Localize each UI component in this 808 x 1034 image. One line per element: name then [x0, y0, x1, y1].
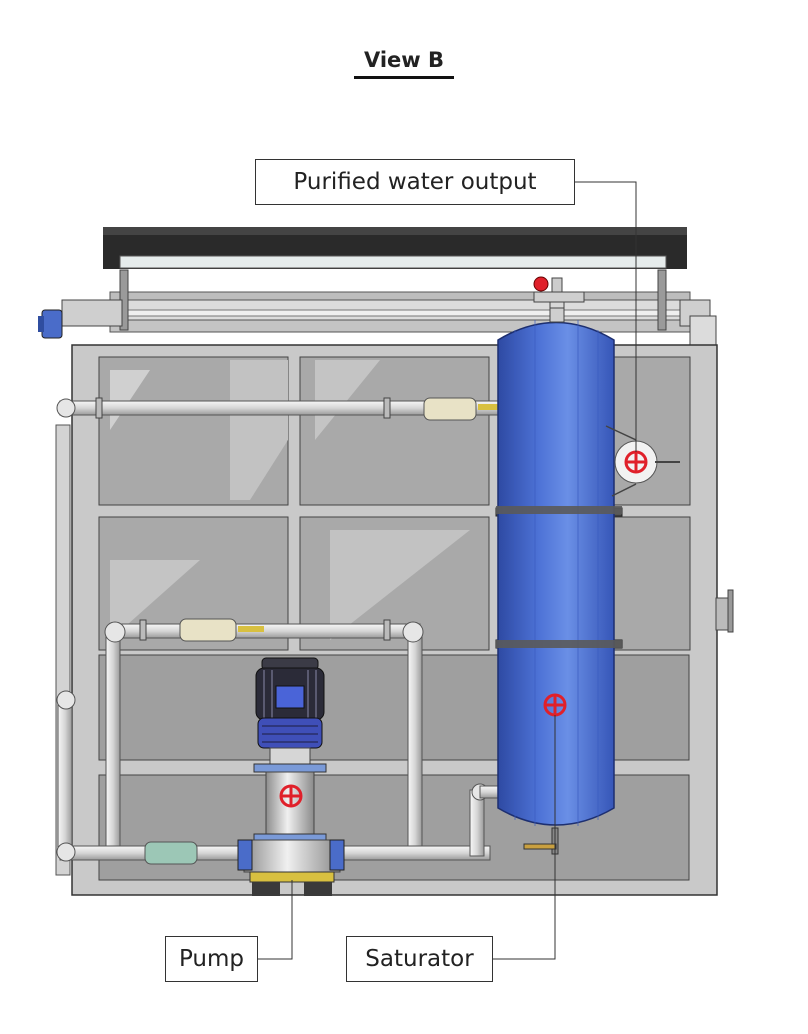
leader-lines: [258, 181, 637, 960]
view-title: View B: [363, 48, 445, 72]
saturator-tank: [495, 307, 623, 855]
scraper-rail: [61, 269, 717, 347]
marker-pump: [279, 784, 303, 808]
title-underline: [354, 76, 454, 79]
tank-frame: [55, 344, 734, 896]
pump-unit: [237, 657, 345, 896]
callout-pump: Pump: [165, 936, 258, 982]
top-cover: [103, 227, 687, 269]
marker-output: [624, 450, 648, 474]
drive-motor: [38, 309, 63, 339]
marker-saturator: [543, 693, 567, 717]
callout-saturator: Saturator: [346, 936, 493, 982]
pipe-upper: [56, 397, 501, 421]
callout-purified-water-output: Purified water output: [255, 159, 575, 205]
